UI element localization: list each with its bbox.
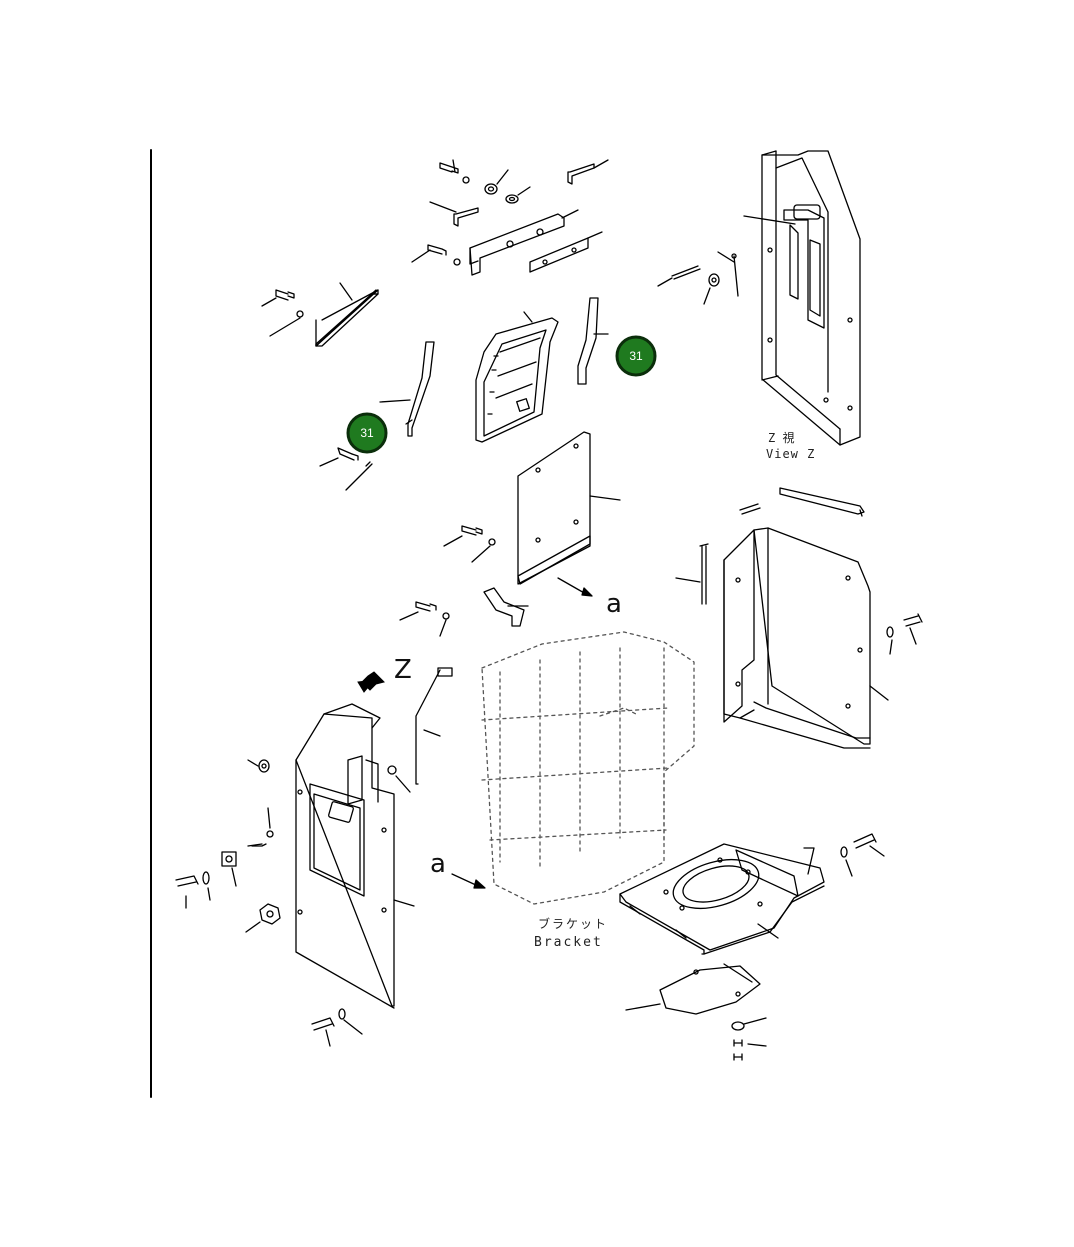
- long-rod: [415, 667, 453, 785]
- cover-plate: [625, 963, 761, 1015]
- bracket-top: [469, 209, 579, 276]
- bolt-10: [840, 833, 885, 877]
- callout-31-upper[interactable]: 31: [615, 335, 657, 377]
- view-z-label-jp: Z 視: [768, 430, 794, 445]
- callout-badge[interactable]: [346, 412, 388, 454]
- bolt-7: [886, 613, 923, 655]
- arrow-a-upper: [557, 577, 593, 597]
- bracket-label-jp: ブラケット: [538, 916, 608, 931]
- bolt-8: [175, 851, 237, 909]
- view-z-label-en: View Z: [766, 447, 815, 461]
- cable-1: [657, 265, 701, 287]
- z-direction-arrow: [357, 671, 385, 693]
- small-bits-left: [247, 759, 411, 847]
- callout-label: 31: [629, 349, 643, 363]
- nut-1: [484, 169, 509, 195]
- clip-2: [567, 159, 609, 185]
- label-a-upper: a: [606, 589, 622, 619]
- callout-label: 31: [360, 426, 374, 440]
- rod-pair: [739, 487, 865, 517]
- view-z-panel: [743, 150, 861, 446]
- bolt-3: [261, 289, 304, 337]
- callout-badge[interactable]: [615, 335, 657, 377]
- left-big-panel: [295, 703, 415, 1009]
- plate-strip: [529, 231, 603, 273]
- door-frame: [475, 311, 559, 443]
- strut-left: [379, 341, 435, 437]
- bushing-1: [505, 186, 531, 204]
- right-side-panel: [723, 527, 889, 749]
- hook-bracket: [483, 587, 529, 627]
- clip-1: [429, 201, 479, 227]
- bolt-2: [411, 244, 461, 266]
- top-hardware-group: [411, 159, 739, 305]
- middle-panel: [517, 431, 621, 585]
- arrow-a-lower: [451, 873, 486, 889]
- bolt-9: [311, 1008, 363, 1047]
- rod-2: [675, 543, 709, 605]
- bracket-ghost: [481, 631, 695, 905]
- strut-right: [577, 297, 609, 385]
- small-plate: [315, 282, 379, 347]
- bolt-1: [439, 159, 470, 184]
- rod-1: [717, 251, 739, 297]
- label-z: Z: [394, 655, 412, 685]
- callout-31-lower[interactable]: 31: [346, 412, 388, 454]
- bolt-6: [399, 601, 450, 637]
- label-a-lower: a: [430, 849, 446, 879]
- nut-2: [245, 903, 281, 933]
- bolt-5: [443, 525, 496, 563]
- bracket-label-en: Bracket: [534, 935, 603, 950]
- base-plate: [619, 843, 825, 955]
- washer-1: [703, 273, 720, 305]
- bolt-11: [731, 1017, 767, 1061]
- bolt-4: [319, 447, 373, 491]
